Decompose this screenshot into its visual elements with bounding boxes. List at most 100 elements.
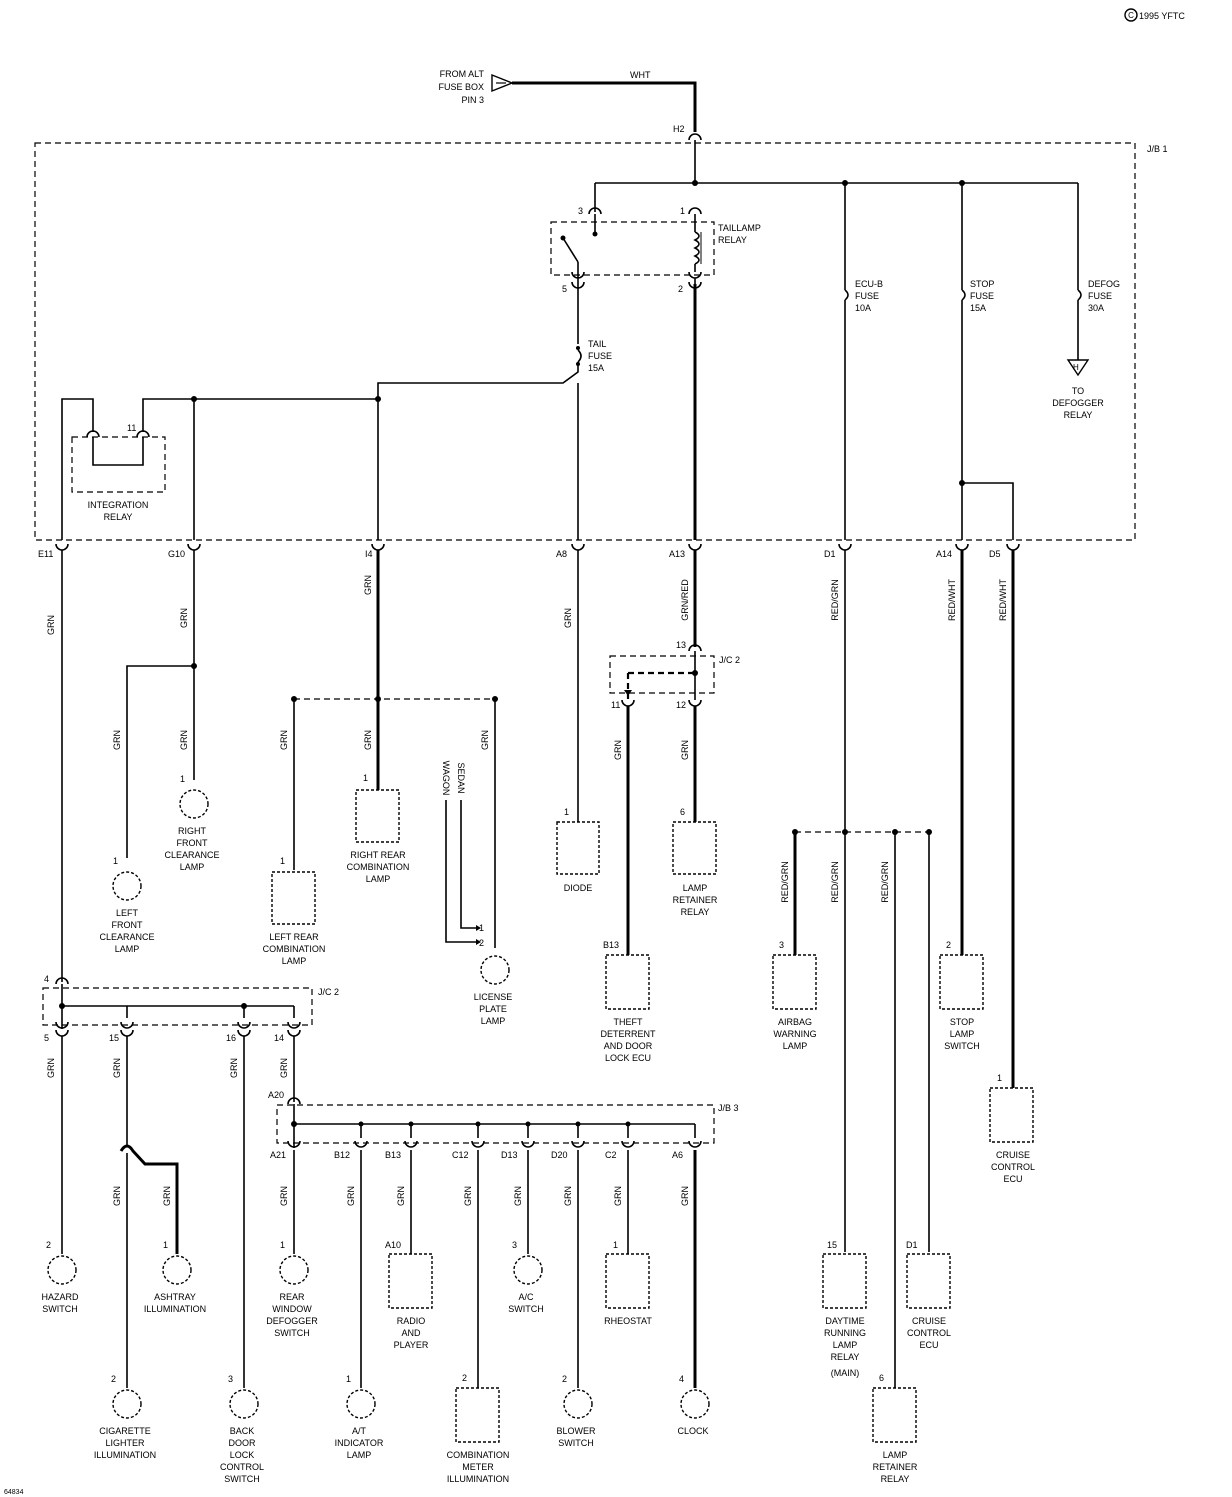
right-rear-combination-lamp: 1 RIGHT REAR COMBINATION LAMP [347, 773, 410, 884]
jc2-left-pin-4: 4 [44, 974, 49, 984]
jb3-pin-b13: B13 [385, 1150, 401, 1160]
junction-block-3-label: J/B 3 [718, 1103, 739, 1113]
junction-block-1-label: J/B 1 [1147, 144, 1168, 154]
svg-text:LEFT REAR: LEFT REAR [269, 932, 319, 942]
svg-text:GRN: GRN [680, 740, 690, 760]
junction-connector-2-left-label: J/C 2 [318, 987, 339, 997]
pin-h2: H2 [673, 124, 685, 134]
ashtray-illumination: 1 ASHTRAY ILLUMINATION [144, 1240, 206, 1314]
svg-text:LAMP: LAMP [180, 862, 205, 872]
svg-text:15A: 15A [588, 363, 604, 373]
svg-text:GRN: GRN [112, 730, 122, 750]
svg-text:A10: A10 [385, 1240, 401, 1250]
svg-text:2: 2 [111, 1374, 116, 1384]
svg-text:C: C [1128, 11, 1134, 20]
svg-text:GRN: GRN [563, 1186, 573, 1206]
svg-text:THEFT: THEFT [614, 1017, 643, 1027]
ac-switch: 3 A/C SWITCH [508, 1240, 544, 1314]
svg-text:SEDAN: SEDAN [456, 762, 466, 793]
svg-text:SWITCH: SWITCH [274, 1328, 310, 1338]
pin-a13: A13 [669, 549, 685, 559]
svg-text:RED/GRN: RED/GRN [880, 861, 890, 903]
right-front-clearance-lamp: 1 RIGHT FRONT CLEARANCE LAMP [164, 774, 219, 872]
cruise-control-ecu-2: D1 CRUISE CONTROL ECU [906, 1240, 951, 1350]
svg-text:AIRBAG: AIRBAG [778, 1017, 812, 1027]
jc2-left-pin-5: 5 [44, 1033, 49, 1043]
clock: 4 CLOCK [677, 1374, 710, 1436]
ecu-b-fuse [844, 183, 849, 540]
svg-text:3: 3 [779, 940, 784, 950]
svg-text:GRN: GRN [279, 1058, 289, 1078]
svg-text:B13: B13 [603, 940, 619, 950]
svg-text:15A: 15A [970, 303, 986, 313]
svg-text:GRN: GRN [179, 730, 189, 750]
svg-text:LAMP: LAMP [683, 883, 708, 893]
svg-text:ILLUMINATION: ILLUMINATION [144, 1304, 206, 1314]
relay-pin-5: 5 [562, 284, 567, 294]
svg-text:10A: 10A [855, 303, 871, 313]
defog-pin-h: H [1073, 363, 1079, 372]
svg-text:COMBINATION: COMBINATION [263, 944, 326, 954]
svg-text:GRN: GRN [162, 1186, 172, 1206]
svg-text:RED/GRN: RED/GRN [830, 861, 840, 903]
svg-text:LAMP: LAMP [115, 944, 140, 954]
svg-text:CLOCK: CLOCK [677, 1426, 708, 1436]
jb1-output-connectors [55, 543, 1020, 551]
svg-text:WARNING: WARNING [773, 1029, 816, 1039]
svg-text:ECU: ECU [1003, 1174, 1022, 1184]
svg-text:LAMP: LAMP [481, 1016, 506, 1026]
svg-text:LAMP: LAMP [347, 1450, 372, 1460]
svg-text:GRN: GRN [363, 575, 373, 595]
tail-fuse [377, 284, 582, 398]
svg-text:HAZARD: HAZARD [41, 1292, 79, 1302]
blower-switch: 2 BLOWER SWITCH [556, 1374, 596, 1448]
svg-text:1: 1 [180, 774, 185, 784]
svg-text:RUNNING: RUNNING [824, 1328, 866, 1338]
connector-h2 [688, 133, 702, 141]
svg-text:1: 1 [346, 1374, 351, 1384]
svg-text:GRN: GRN [613, 1186, 623, 1206]
svg-text:WAGON: WAGON [441, 761, 451, 796]
relay-pin-2: 2 [678, 284, 683, 294]
svg-text:15: 15 [827, 1240, 837, 1250]
svg-text:COMBINATION: COMBINATION [447, 1450, 510, 1460]
svg-text:3: 3 [512, 1240, 517, 1250]
radio-and-player: A10 RADIO AND PLAYER [385, 1240, 433, 1350]
lamp-retainer-relay-bottom: 6 LAMP RETAINER RELAY [872, 1373, 918, 1484]
license-plate-lamp: 1 2 LICENSE PLATE LAMP [474, 923, 513, 1026]
svg-text:CONTROL: CONTROL [907, 1328, 951, 1338]
source-label-2: FUSE BOX [438, 82, 484, 92]
integration-relay-label: INTEGRATION RELAY [88, 500, 149, 522]
integration-relay [71, 436, 166, 493]
svg-text:DEFOGGER: DEFOGGER [266, 1316, 318, 1326]
jb3-pin-d20: D20 [551, 1150, 568, 1160]
svg-text:LAMP: LAMP [883, 1450, 908, 1460]
svg-text:LICENSE: LICENSE [474, 992, 513, 1002]
svg-text:REAR: REAR [279, 1292, 305, 1302]
svg-text:CRUISE: CRUISE [912, 1316, 946, 1326]
svg-text:GRN: GRN [112, 1186, 122, 1206]
pin-a14: A14 [936, 549, 952, 559]
left-rear-combination-lamp: 1 LEFT REAR COMBINATION LAMP [263, 856, 326, 966]
svg-text:LOCK ECU: LOCK ECU [605, 1053, 651, 1063]
jb3-pin-d13: D13 [501, 1150, 518, 1160]
jc2-left-pin-16: 16 [226, 1033, 236, 1043]
svg-text:AND DOOR: AND DOOR [604, 1041, 653, 1051]
svg-text:GRN: GRN [613, 740, 623, 760]
airbag-warning-lamp: 3 AIRBAG WARNING LAMP [772, 940, 817, 1051]
wire-wht-label: WHT [630, 70, 651, 80]
tail-bus-jb1 [142, 398, 379, 540]
daytime-running-lamp-relay: 15 DAYTIME RUNNING LAMP RELAY (MAIN) [822, 1240, 867, 1378]
svg-text:1: 1 [280, 856, 285, 866]
svg-text:METER: METER [462, 1462, 494, 1472]
svg-text:RED/GRN: RED/GRN [780, 861, 790, 903]
svg-text:DIODE: DIODE [564, 883, 593, 893]
svg-text:2: 2 [46, 1240, 51, 1250]
svg-text:CIGARETTE: CIGARETTE [99, 1426, 151, 1436]
svg-text:GRN: GRN [463, 1186, 473, 1206]
svg-text:1: 1 [479, 923, 484, 933]
combination-meter-illumination: 2 COMBINATION METER ILLUMINATION [447, 1373, 510, 1484]
ecu-b-fuse-label: ECU-B FUSE 10A [855, 279, 883, 313]
svg-text:GRN: GRN [680, 1186, 690, 1206]
svg-text:1: 1 [363, 773, 368, 783]
